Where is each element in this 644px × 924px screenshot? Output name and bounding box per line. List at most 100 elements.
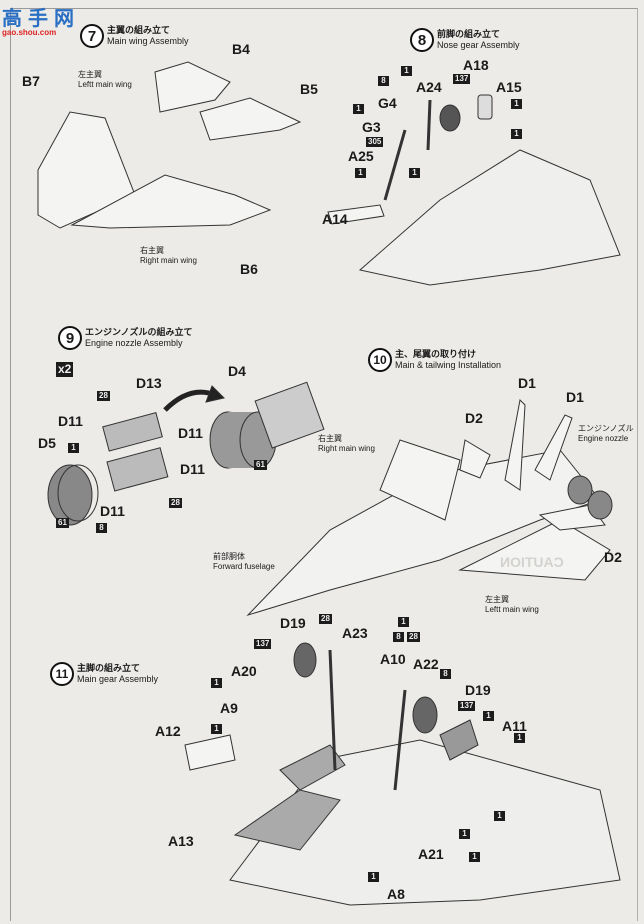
- step-title-jp: 主脚の組み立て: [77, 663, 141, 673]
- part-label: A21: [418, 846, 444, 862]
- paint-code: 1: [398, 617, 409, 627]
- step-number: 11: [50, 662, 74, 686]
- part-label: D1: [566, 389, 584, 405]
- paint-code: 28: [407, 632, 420, 642]
- paint-code: 61: [56, 518, 69, 528]
- paint-code: 1: [511, 99, 522, 109]
- part-label: A22: [413, 656, 439, 672]
- paint-code: 1: [353, 104, 364, 114]
- door-a11: [439, 719, 479, 761]
- step-title-en: Main wing Assembly: [107, 36, 189, 46]
- paint-code: 1: [401, 66, 412, 76]
- tail-d1-right: [534, 414, 573, 481]
- part-label: D13: [136, 375, 162, 391]
- watermark-url: gao.shou.com: [2, 28, 57, 37]
- step-number: 8: [410, 28, 434, 52]
- step-title-en: Engine nozzle Assembly: [85, 338, 183, 348]
- paint-code: 1: [483, 711, 494, 721]
- paint-code: 8: [378, 76, 389, 86]
- paint-code: 28: [319, 614, 332, 624]
- tail-d1-left: [504, 398, 526, 491]
- paint-code: 1: [459, 829, 470, 839]
- paint-code: 137: [458, 701, 476, 711]
- paint-code: 1: [514, 733, 525, 743]
- petals-d11: [102, 412, 163, 452]
- part-label: G4: [378, 95, 397, 111]
- part-label: D11: [178, 425, 203, 441]
- part-label: A24: [416, 79, 442, 95]
- left-main-wing: [458, 519, 611, 581]
- wheel-d19-right: [412, 696, 438, 734]
- part-label: A20: [231, 663, 257, 679]
- step-title-jp: エンジンノズルの組み立て: [85, 327, 193, 337]
- right-main-wing: [379, 439, 461, 521]
- step-title-en: Main gear Assembly: [77, 674, 159, 684]
- strut: [328, 649, 337, 771]
- paint-code: 1: [409, 168, 420, 178]
- part-label: D11: [180, 461, 205, 477]
- page-frame: [10, 8, 638, 921]
- part-label: G3: [362, 119, 381, 135]
- paint-code: 137: [254, 639, 272, 649]
- multiplier-badge: x2: [56, 362, 74, 377]
- paint-code: 8: [393, 632, 404, 642]
- step-title-en: Nose gear Assembly: [437, 40, 520, 50]
- paint-code: 1: [68, 443, 79, 453]
- bay-a13: [233, 789, 341, 851]
- door-a12: [184, 734, 236, 771]
- strut: [426, 99, 432, 151]
- part-label: D19: [280, 615, 306, 631]
- paint-code: 1: [511, 129, 522, 139]
- step-number: 7: [80, 24, 104, 48]
- paint-code: 1: [469, 852, 480, 862]
- paint-code: 61: [254, 460, 267, 470]
- part-label: A13: [168, 833, 194, 849]
- watermark-logo-text: 高手网: [2, 8, 80, 30]
- part-label: D1: [518, 375, 536, 391]
- paint-code: 137: [453, 74, 471, 84]
- part-label: A11: [502, 718, 527, 734]
- strut: [393, 689, 407, 791]
- part-label: A8: [387, 886, 405, 902]
- part-label: A23: [342, 625, 368, 641]
- wing-b4: [154, 61, 231, 113]
- part-label: D2: [465, 410, 483, 426]
- part-label: A9: [220, 700, 238, 716]
- step-title-jp: 主翼の組み立て: [107, 25, 171, 35]
- wheel-d19-left: [293, 642, 317, 678]
- part-label: D11: [58, 413, 83, 429]
- part-label: A15: [496, 79, 522, 95]
- part-label: B6: [240, 261, 258, 277]
- nozzle-d5: [47, 464, 93, 526]
- part-a14: [327, 204, 385, 225]
- paint-code: 1: [368, 872, 379, 882]
- step-title-jp: 主、尾翼の取り付け: [395, 349, 477, 359]
- part-label: B5: [300, 81, 318, 97]
- paint-code: 8: [440, 669, 451, 679]
- part-label: D19: [465, 682, 491, 698]
- tail-d2: [459, 439, 491, 479]
- strut: [383, 129, 407, 201]
- wheel-a18: [439, 104, 461, 132]
- paint-code: 28: [97, 391, 110, 401]
- fuselage-nose: [358, 149, 621, 286]
- wing-b5: [199, 97, 302, 141]
- bleed-through-text: CAUTION: [500, 554, 564, 570]
- part-label: A18: [463, 57, 489, 73]
- paint-code: 1: [211, 678, 222, 688]
- part-label: B4: [232, 41, 250, 57]
- paint-code: 28: [169, 498, 182, 508]
- paint-code: 305: [366, 137, 384, 147]
- engine-nozzle: [567, 475, 593, 505]
- part-label: D5: [38, 435, 56, 451]
- watermark-logo: 高手网 gao.shou.com: [2, 2, 80, 37]
